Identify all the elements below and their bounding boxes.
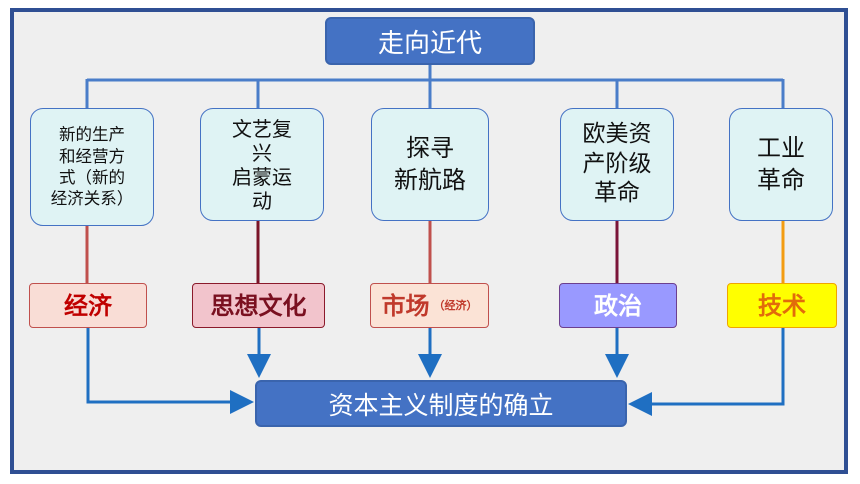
category-market: 市场 （经济） (370, 283, 489, 328)
category-politics: 政治 (559, 283, 677, 328)
topic-new-sea-route: 探寻 新航路 (371, 108, 489, 221)
category-market-note: （经济） (433, 299, 478, 312)
category-tech: 技术 (727, 283, 837, 328)
result-box: 资本主义制度的确立 (255, 380, 627, 427)
category-economy-label: 经济 (64, 291, 112, 320)
topic-renaissance-enlightenment: 文艺复 兴 启蒙运 动 (200, 108, 324, 221)
category-culture-label: 思想文化 (210, 291, 307, 320)
diagram-title: 走向近代 (325, 17, 535, 65)
arrow-5 (628, 328, 785, 416)
topic-industrial-revolution: 工业 革命 (729, 108, 833, 221)
category-market-label: 市场 (381, 291, 430, 320)
arrow-1 (86, 328, 254, 414)
topic-bourgeois-revolution: 欧美资 产阶级 革命 (560, 108, 674, 221)
category-politics-label: 政治 (594, 291, 642, 320)
category-economy: 经济 (29, 283, 147, 328)
topic-new-production: 新的生产 和经营方 式（新的 经济关系） (30, 108, 154, 226)
category-culture: 思想文化 (192, 283, 325, 328)
category-tech-label: 技术 (758, 291, 806, 320)
